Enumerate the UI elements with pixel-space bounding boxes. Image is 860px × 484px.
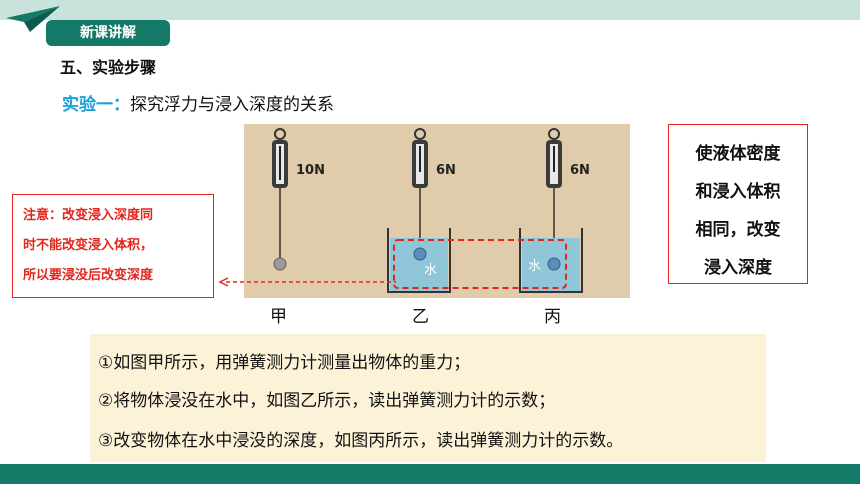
conclusion-line: 相同，改变 [669,211,807,249]
water-label-yi: 水 [424,263,437,278]
scale-reading-jia: 10N [296,163,325,178]
arrow-connector [216,276,398,288]
note-line: 所以要浸没后改变深度 [23,261,213,291]
experiment-heading: 实验一：探究浮力与浸入深度的关系 [62,90,334,115]
steps-box: ①如图甲所示，用弹簧测力计测量出物体的重力； ②将物体浸没在水中，如图乙所示，读… [90,334,766,462]
conclusion-line: 使液体密度 [669,135,807,173]
water-label-bing: 水 [528,259,541,274]
conclusion-line: 浸入深度 [669,249,807,287]
experiment-label: 实验一： [62,95,130,115]
section-title: 五、实验步骤 [60,54,156,78]
conclusion-line: 和浸入体积 [669,173,807,211]
section-badge: 新课讲解 [46,20,170,46]
scale-reading-bing: 6N [570,163,590,178]
scale-reading-yi: 6N [436,163,456,178]
experiment-topic: 探究浮力与浸入深度的关系 [130,95,334,115]
caption-yi: 乙 [412,302,429,327]
top-bar [0,0,860,20]
note-line: 时不能改变浸入体积， [23,231,213,261]
step-2: ②将物体浸没在水中，如图乙所示，读出弹簧测力计的示数； [98,386,555,411]
step-1: ①如图甲所示，用弹簧测力计测量出物体的重力； [98,348,470,373]
caption-bing: 丙 [544,302,561,327]
conclusion-box: 使液体密度 和浸入体积 相同，改变 浸入深度 [668,124,808,284]
caption-jia: 甲 [270,302,287,327]
note-box: 注意：改变浸入深度同 时不能改变浸入体积， 所以要浸没后改变深度 [12,194,214,298]
experiment-diagram: 10N 6N 6N 水 水 [244,124,630,298]
note-line: 注意：改变浸入深度同 [23,201,213,231]
bottom-bar [0,464,860,484]
step-3: ③改变物体在水中浸没的深度，如图丙所示，读出弹簧测力计的示数。 [98,426,623,451]
